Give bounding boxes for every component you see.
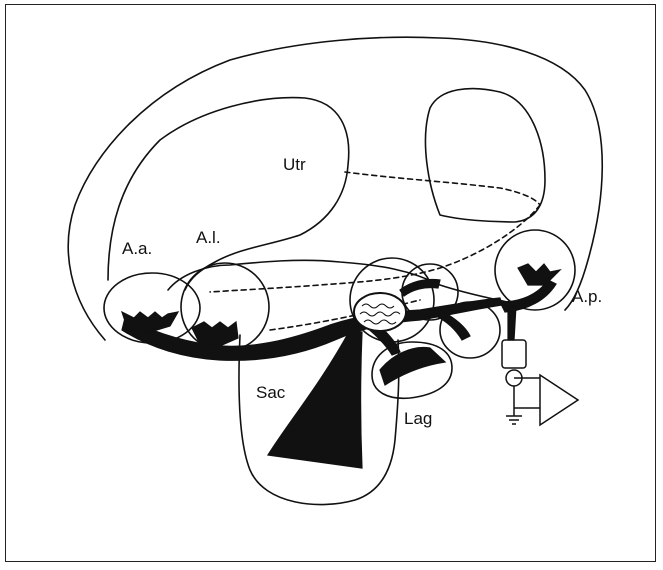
ampulla-anterior-crista bbox=[122, 312, 178, 332]
amplifier-icon bbox=[540, 375, 578, 425]
lagena-macula bbox=[380, 347, 445, 385]
ampulla-lateral-crista bbox=[192, 322, 238, 345]
label-utricle: Utr bbox=[283, 155, 306, 174]
outer-canal-outline bbox=[68, 37, 602, 340]
label-saccule: Sac bbox=[256, 383, 286, 402]
label-posterior-ampulla: A.p. bbox=[572, 287, 602, 306]
label-lateral-ampulla: A.l. bbox=[196, 228, 221, 247]
electrode-body bbox=[502, 340, 526, 368]
utricle-macula-blob bbox=[354, 293, 406, 331]
posterior-canal-inner bbox=[425, 89, 545, 222]
label-lagena: Lag bbox=[404, 409, 432, 428]
label-anterior-ampulla: A.a. bbox=[122, 239, 152, 258]
dashed-canal-line-1 bbox=[345, 172, 540, 205]
ampulla-posterior-crista bbox=[518, 264, 560, 285]
electrode-lead bbox=[508, 306, 516, 340]
